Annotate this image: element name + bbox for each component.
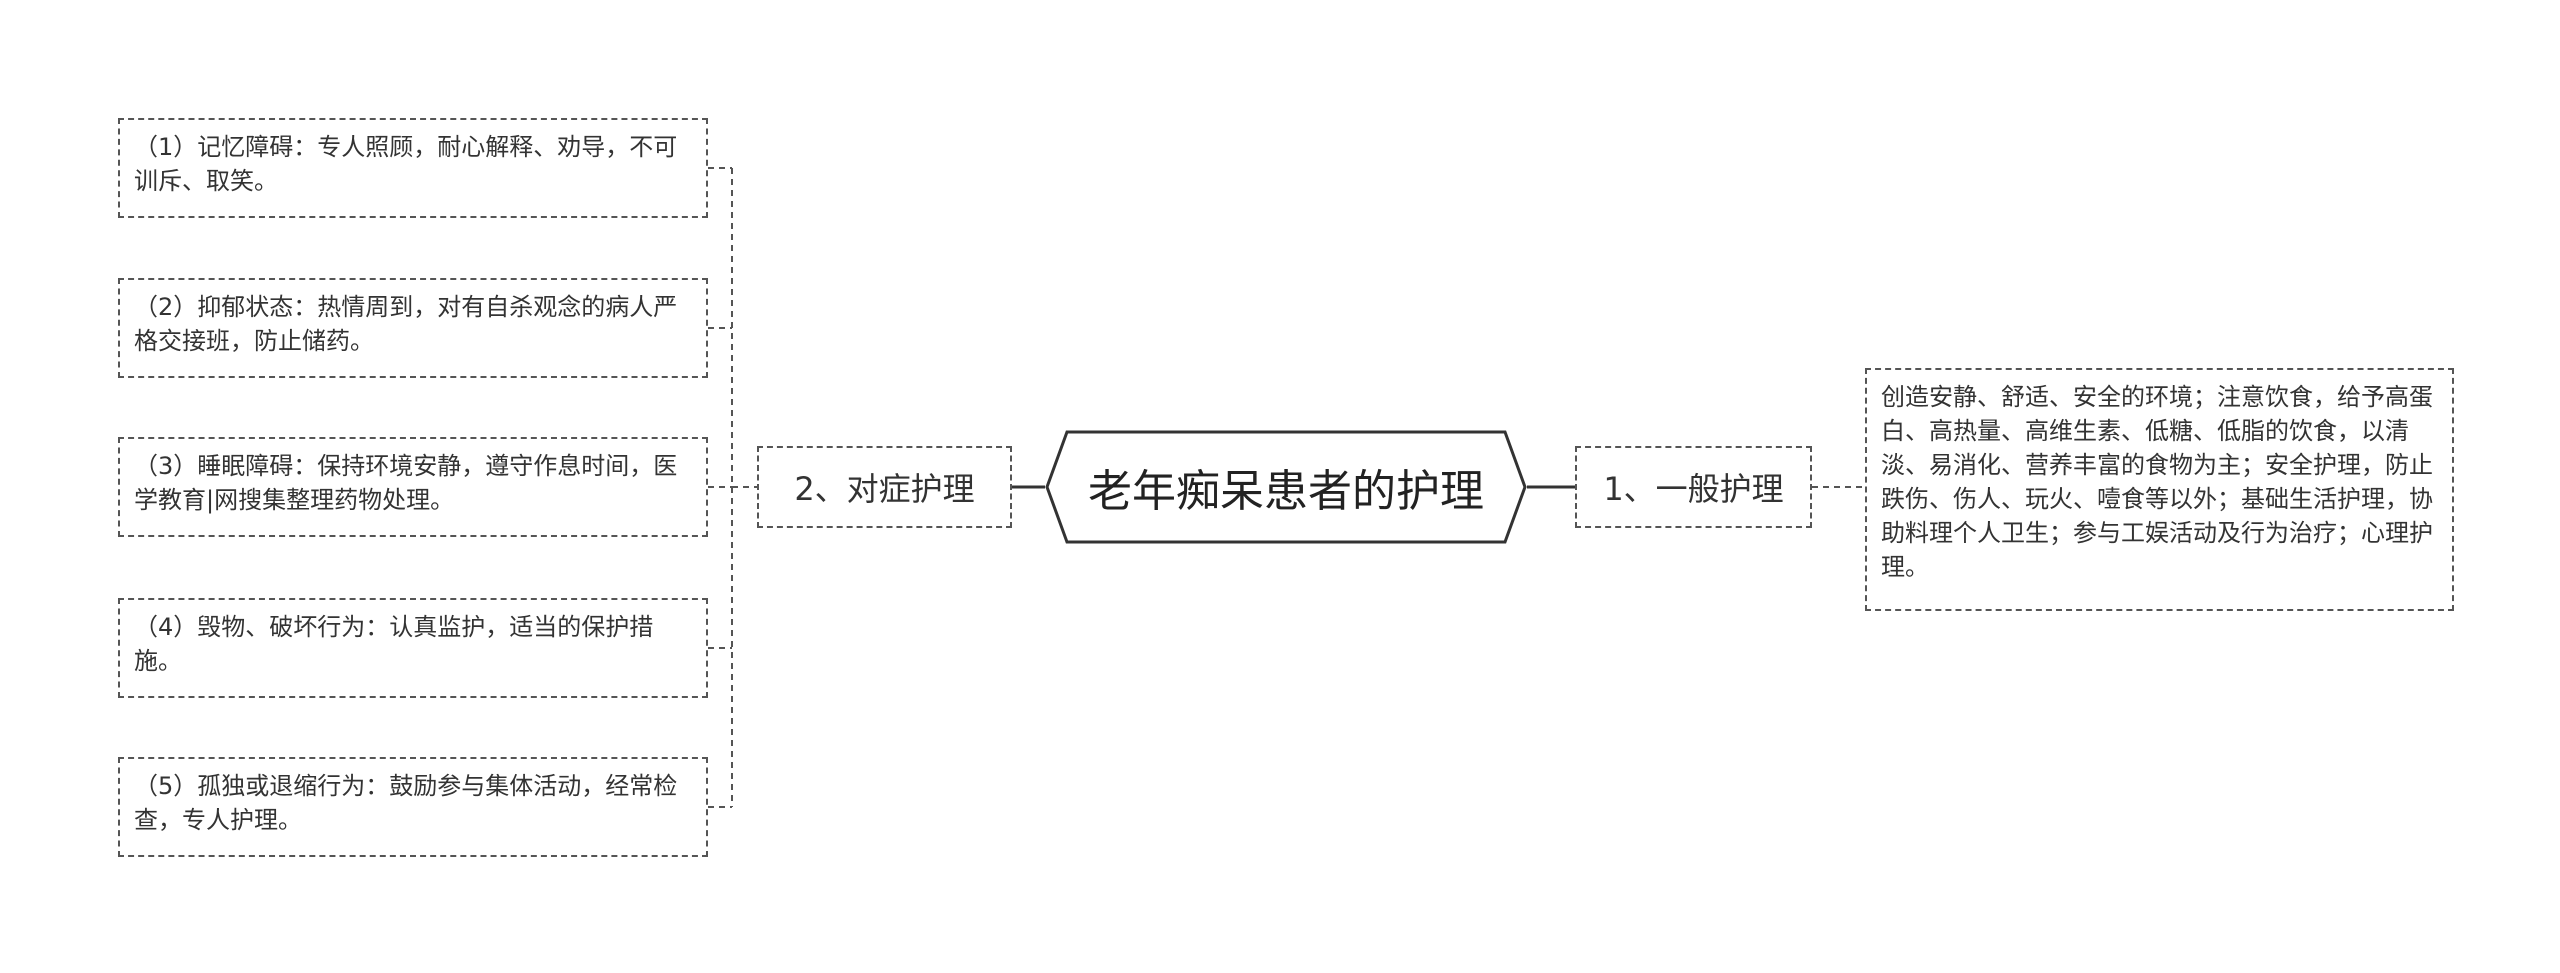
right-leaf-1[interactable]: 创造安静、舒适、安全的环境；注意饮食，给予高蛋白、高热量、高维生素、低糖、低脂的… <box>1865 368 2454 611</box>
branch-left[interactable]: 2、对症护理 <box>757 446 1012 528</box>
center-hexagon-shape <box>1045 430 1527 544</box>
center-title: 老年痴呆患者的护理 <box>1088 466 1484 517</box>
branch-right[interactable]: 1、一般护理 <box>1575 446 1812 528</box>
left-leaf-3[interactable]: （3）睡眠障碍：保持环境安静，遵守作息时间，医学教育|网搜集整理药物处理。 <box>118 437 708 537</box>
left-leaf-1[interactable]: （1）记忆障碍：专人照顾，耐心解释、劝导，不可训斥、取笑。 <box>118 118 708 218</box>
center-node[interactable]: 老年痴呆患者的护理 <box>1045 430 1527 544</box>
left-leaf-4[interactable]: （4）毁物、破坏行为：认真监护，适当的保护措施。 <box>118 598 708 698</box>
left-leaf-5[interactable]: （5）孤独或退缩行为：鼓励参与集体活动，经常检查，专人护理。 <box>118 757 708 857</box>
left-leaf-2[interactable]: （2）抑郁状态：热情周到，对有自杀观念的病人严格交接班，防止储药。 <box>118 278 708 378</box>
